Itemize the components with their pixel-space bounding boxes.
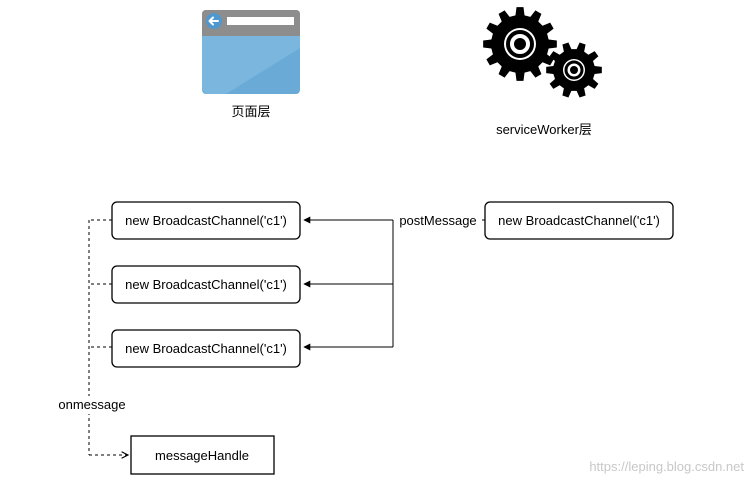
sender-channel-label: new BroadcastChannel('c1') [498,213,660,228]
page-layer-label: 页面层 [231,105,270,120]
onmessage-label: onmessage [58,397,125,412]
post-message-label-bg [394,211,482,229]
watermark: https://leping.blog.csdn.net [589,459,744,474]
post-message-label: postMessage [399,213,476,228]
receiver-channel-box [111,329,301,368]
gears-icon [483,7,602,98]
serviceworker-layer-label: serviceWorker层 [496,122,592,137]
receiver-channel-label: new BroadcastChannel('c1') [125,277,287,292]
browser-window-icon [202,10,300,94]
onmessage-connectors [88,219,128,455]
post-message-connectors [303,216,485,351]
message-handler-label: messageHandle [155,448,249,463]
onmessage-label-bg [54,396,132,414]
receiver-channel-label: new BroadcastChannel('c1') [125,213,287,228]
message-handler-box [130,435,275,475]
receiver-channel-label: new BroadcastChannel('c1') [125,341,287,356]
